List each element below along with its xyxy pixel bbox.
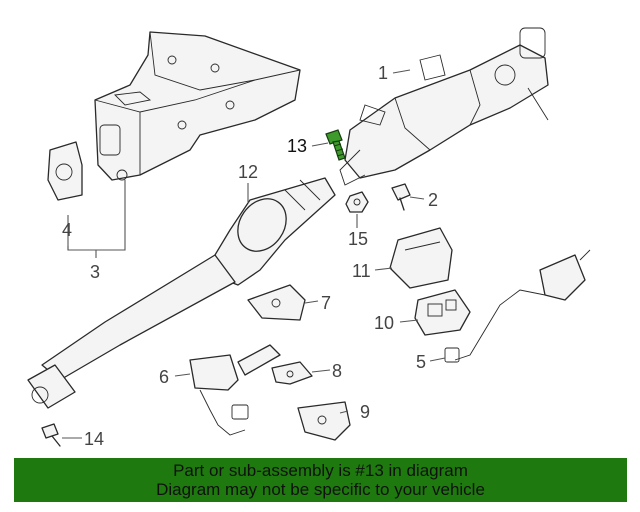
bolt-14-part[interactable]: [41, 423, 61, 447]
callout-15: 15: [348, 229, 368, 249]
bolt-13-highlighted-part[interactable]: [325, 129, 346, 161]
callout-13: 13: [287, 136, 307, 156]
callout-10: 10: [374, 313, 394, 333]
callout-5: 5: [416, 352, 426, 372]
nut-15-part[interactable]: [345, 191, 369, 213]
support-bracket-part[interactable]: [94, 31, 301, 181]
bolt-2-part[interactable]: [391, 183, 411, 211]
intermediate-shaft-part[interactable]: [27, 177, 336, 409]
harness-5-part[interactable]: [444, 249, 591, 363]
parts-diagram: 1 2 3 4 5 6 7 8 9 10 11 12 13 14 15: [27, 27, 591, 449]
callout-8: 8: [332, 361, 342, 381]
callout-14: 14: [84, 429, 104, 449]
callout-9: 9: [360, 402, 370, 422]
callout-11: 11: [352, 261, 371, 281]
mounting-plate-part[interactable]: [47, 141, 83, 201]
bracket-7-part[interactable]: [247, 284, 306, 321]
banner-line-2: Diagram may not be specific to your vehi…: [156, 480, 485, 499]
column-housing-part[interactable]: [339, 27, 549, 186]
bracket-8-part[interactable]: [271, 361, 313, 385]
module-10-part[interactable]: [414, 289, 471, 336]
leader-lines: [62, 69, 446, 439]
callout-7: 7: [321, 293, 331, 313]
callout-2: 2: [428, 190, 438, 210]
bracket-9-part[interactable]: [297, 401, 351, 441]
callout-6: 6: [159, 367, 169, 387]
callout-4: 4: [62, 220, 72, 240]
cover-11-part[interactable]: [389, 227, 453, 289]
banner-line-1: Part or sub-assembly is #13 in diagram: [173, 461, 468, 480]
sensor-6-part[interactable]: [189, 344, 281, 436]
callout-3: 3: [90, 262, 100, 282]
callout-12: 12: [238, 162, 258, 182]
callout-1: 1: [378, 63, 388, 83]
info-banner: Part or sub-assembly is #13 in diagram D…: [14, 458, 627, 502]
